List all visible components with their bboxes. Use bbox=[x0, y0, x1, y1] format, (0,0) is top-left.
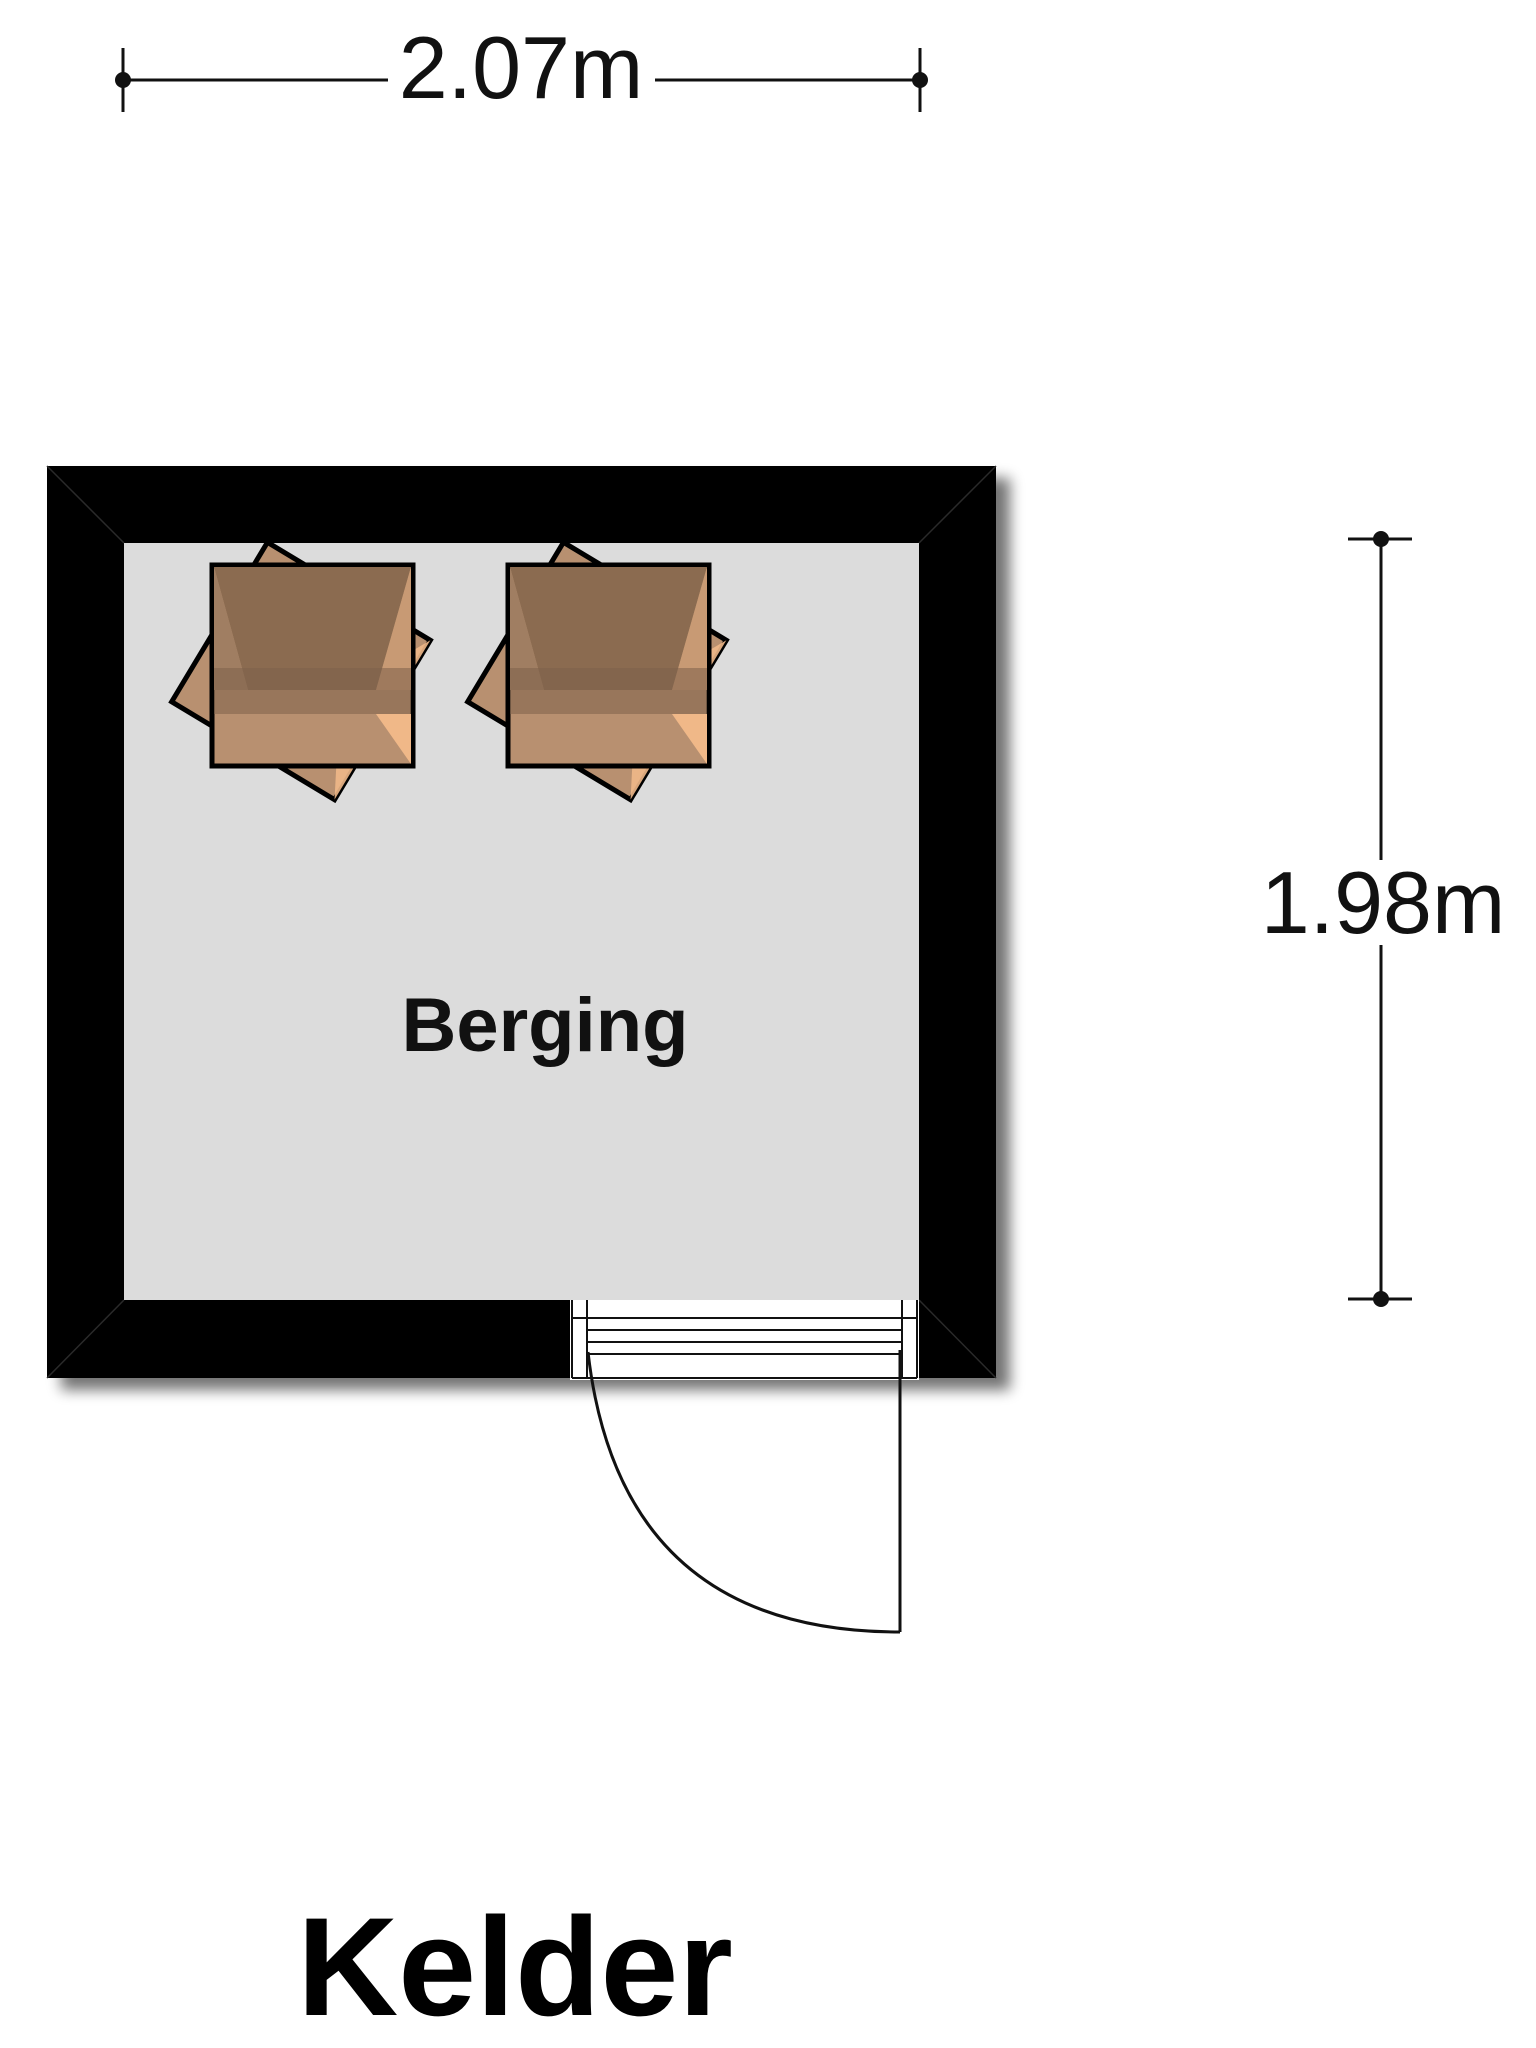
width-label: 2.07m bbox=[399, 18, 644, 117]
floor-title: Kelder bbox=[297, 1888, 733, 2045]
wall-corner-bevels bbox=[46, 465, 997, 1379]
height-dimension: 1.98m bbox=[1261, 531, 1506, 1307]
height-label: 1.98m bbox=[1261, 853, 1506, 952]
width-dimension: 2.07m bbox=[115, 18, 928, 117]
room-label: Berging bbox=[401, 983, 688, 1068]
cardboard-box-icon bbox=[168, 538, 434, 804]
cardboard-box-icon bbox=[464, 538, 730, 804]
door bbox=[570, 1300, 919, 1634]
swing-door-icon bbox=[586, 1350, 902, 1634]
